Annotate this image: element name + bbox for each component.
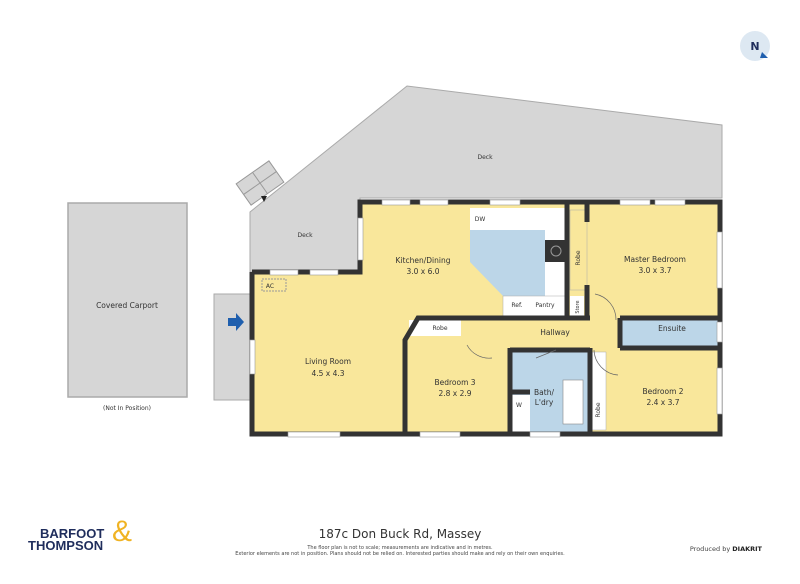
hallway-label: Hallway: [540, 328, 570, 337]
north-arrow-icon: N: [740, 31, 770, 61]
pantry-label: Pantry: [535, 302, 555, 309]
logo-line1: BARFOOT: [40, 526, 105, 541]
disclaimer-line-1: The floor plan is not to scale; measurem…: [307, 545, 493, 551]
side-deck: [213, 293, 251, 401]
carport-label: Covered Carport: [96, 301, 158, 310]
entry-arrow-icon: [228, 313, 244, 331]
windows: [249, 199, 723, 438]
store-label: Store: [575, 300, 581, 313]
cooktop-icon: [550, 245, 562, 257]
master-size: 3.0 x 3.7: [638, 266, 671, 275]
dw-label: DW: [475, 216, 486, 223]
bedroom3-name: Bedroom 3: [434, 378, 475, 387]
kitchen-bench: [470, 230, 565, 316]
produced-by-brand: DIAKRIT: [732, 545, 762, 553]
bedroom2-name: Bedroom 2: [642, 387, 683, 396]
stairs-arrow-icon: [261, 196, 267, 202]
floors: [252, 202, 720, 436]
compass-label: N: [750, 40, 759, 53]
carport: [67, 202, 188, 398]
deck-upper-label: Deck: [477, 154, 493, 161]
bedroom3-size: 2.8 x 2.9: [438, 389, 471, 398]
deck-left-label: Deck: [297, 232, 313, 239]
bath-label: Bath/: [534, 388, 554, 397]
disclaimer-line-2: Exterior elements are not in position. P…: [235, 551, 565, 557]
bedroom2-size: 2.4 x 3.7: [646, 398, 679, 407]
bed2-robe-label: Robe: [595, 402, 602, 417]
kitchen-name: Kitchen/Dining: [396, 256, 451, 265]
logo-line2: THOMPSON: [28, 538, 104, 553]
w-label: W: [516, 402, 522, 409]
laundry-label: L'dry: [535, 398, 554, 407]
deck-stairs: [235, 160, 285, 206]
carport-note: (Not In Position): [103, 405, 151, 412]
produced-by-prefix: Produced by: [689, 545, 731, 553]
ensuite-label: Ensuite: [658, 324, 686, 333]
ac-label: AC: [266, 283, 274, 290]
address-title: 187c Don Buck Rd, Massey: [318, 527, 482, 541]
kitchen-size: 3.0 x 6.0: [406, 267, 439, 276]
walls: [249, 199, 723, 437]
master-name: Master Bedroom: [624, 255, 686, 264]
master-robe-label: Robe: [575, 250, 582, 265]
ref-label: Ref.: [511, 302, 522, 309]
living-name: Living Room: [305, 357, 351, 366]
bed3-robe-label: Robe: [432, 325, 447, 332]
doors: [466, 293, 619, 376]
ac-unit: [261, 278, 287, 292]
produced-by: Produced by DIAKRIT: [690, 545, 762, 553]
living-size: 4.5 x 4.3: [311, 369, 344, 378]
